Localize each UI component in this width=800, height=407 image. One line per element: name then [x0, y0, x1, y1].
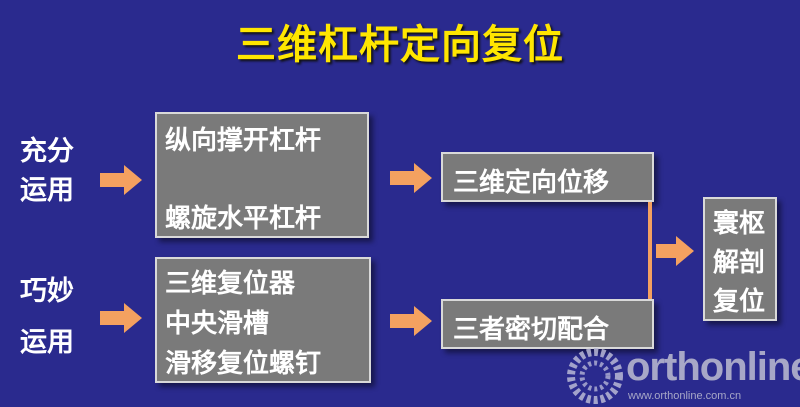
box-anatomical-reduction: 寰枢 解剖 复位 — [703, 197, 777, 321]
box-cooperation-text: 三者密切配合 — [453, 315, 610, 345]
watermark-url: www.orthonline.com.cn — [628, 390, 742, 402]
arrow-right-icon — [100, 303, 142, 333]
box-anatomical-line1: 寰枢 — [713, 209, 766, 239]
box-cooperation: 三者密切配合 — [441, 299, 654, 349]
label-fully-use: 充分 运用 — [20, 138, 74, 204]
watermark-logo: orthonline www.orthonline.com.cn — [567, 345, 800, 407]
arrow-right-icon — [100, 165, 142, 195]
watermark-name: orthonline — [626, 345, 800, 389]
arrow-right-icon — [390, 163, 432, 193]
label-skillfully-use-line2: 运用 — [20, 327, 74, 358]
box-devices-line2: 中央滑槽 — [165, 309, 270, 339]
box-anatomical-line2: 解剖 — [713, 248, 766, 278]
arrow-right-icon — [390, 306, 432, 336]
box-3d-displacement: 三维定向位移 — [441, 152, 654, 202]
spiral-logo-icon — [567, 348, 623, 404]
box-devices: 三维复位器 中央滑槽 滑移复位螺钉 — [155, 257, 371, 383]
box-3d-displacement-text: 三维定向位移 — [453, 168, 610, 198]
box-levers: 纵向撑开杠杆 螺旋水平杠杆 — [155, 112, 369, 238]
box-devices-line3: 滑移复位螺钉 — [165, 349, 322, 379]
label-skillfully-use: 巧妙 运用 — [20, 278, 74, 356]
arrow-right-icon — [656, 236, 694, 266]
box-levers-line1: 纵向撑开杠杆 — [165, 126, 322, 156]
label-skillfully-use-line1: 巧妙 — [20, 276, 74, 307]
box-levers-line2: 螺旋水平杠杆 — [165, 204, 322, 234]
label-fully-use-line1: 充分 — [20, 136, 74, 167]
box-anatomical-line3: 复位 — [713, 287, 766, 317]
box-devices-line1: 三维复位器 — [165, 269, 296, 299]
slide-title: 三维杠杆定向复位 — [236, 22, 564, 68]
label-fully-use-line2: 运用 — [20, 175, 74, 206]
connector-line — [648, 202, 652, 299]
